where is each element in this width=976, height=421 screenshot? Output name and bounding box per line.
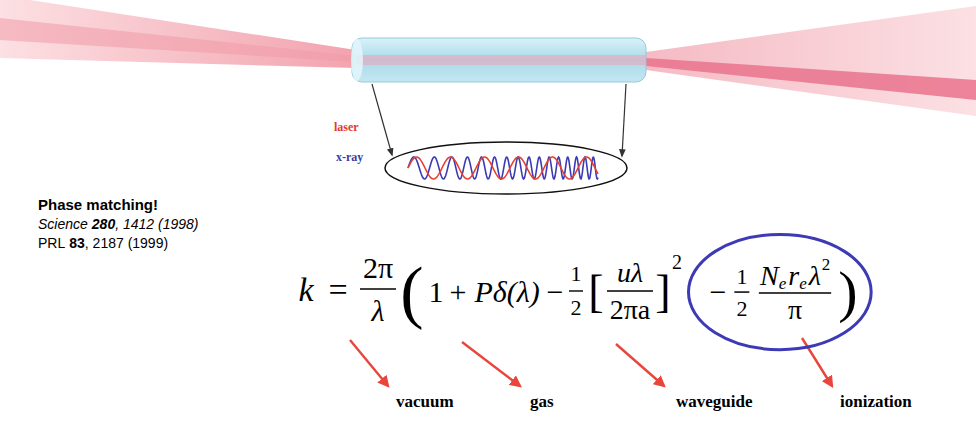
term-label: ionization: [840, 393, 912, 410]
pointer-arrow: [462, 342, 520, 386]
capillary-tube: [352, 38, 646, 82]
journal-name: Science: [38, 217, 88, 231]
fraction-denominator: 2: [571, 297, 582, 319]
fraction-numerator: uλ: [617, 259, 643, 287]
fraction-numerator: 1: [736, 266, 747, 288]
exponent: 2: [822, 256, 831, 273]
laser-beam-out: [646, 6, 976, 116]
beam-in-tube: [356, 55, 646, 65]
page-year: , 1412 (1998): [115, 217, 198, 231]
zoom-leader: [622, 84, 626, 156]
beam-out-core: [646, 58, 976, 100]
zoom-leader: [372, 84, 392, 155]
circle-outline: [689, 234, 872, 349]
xray-wave: [408, 157, 598, 179]
tube-end: [351, 39, 363, 81]
fraction-bar: [360, 288, 396, 290]
journal-name: PRL: [38, 236, 65, 250]
fraction-numerator: 2π: [363, 253, 393, 283]
subscript: e: [779, 275, 787, 292]
laser-wave: [408, 157, 598, 179]
pointer-arrow: [616, 344, 664, 386]
pointer-arrow: [350, 340, 388, 386]
equation-term: Pδ(λ): [474, 277, 539, 307]
equation-symbol: r: [788, 262, 799, 290]
equation-operator: −: [547, 277, 564, 307]
term-label: gas: [530, 393, 554, 410]
volume-number: 83: [69, 236, 85, 250]
fraction-denominator: 2πa: [610, 296, 651, 324]
fraction-bar: [734, 291, 749, 293]
equation-symbol: =: [328, 273, 347, 307]
heading-note: Phase matching!: [38, 197, 158, 212]
fraction-denominator: π: [788, 296, 802, 324]
fraction-denominator: 2: [736, 298, 747, 320]
equation-symbol: k: [298, 273, 313, 307]
laser-beam-core: [0, 18, 356, 62]
equation-symbol: λ: [809, 262, 821, 290]
equation-operator: −: [710, 277, 727, 307]
wave-label: laser: [334, 121, 359, 133]
subscript: e: [799, 275, 807, 292]
equation-operator: +: [450, 277, 467, 307]
equation-term: 1: [429, 277, 444, 307]
equation-symbol: N: [760, 262, 779, 290]
fraction-bar: [569, 290, 583, 291]
zoom-ellipse: [385, 142, 627, 194]
term-label: waveguide: [676, 393, 753, 410]
volume-number: 280: [92, 217, 115, 231]
fraction-bar: [607, 290, 653, 292]
equation-bracket: ): [838, 263, 857, 321]
equation-bracket: ]: [655, 269, 670, 315]
fraction-denominator: λ: [372, 296, 385, 326]
ionization-circle: −12Nereλ2π): [687, 233, 873, 351]
fraction-bar: [759, 292, 831, 294]
laser-beam-in: [0, 0, 356, 68]
term-label: vacuum: [396, 393, 454, 410]
page-year: , 2187 (1999): [85, 236, 168, 250]
wave-label: x-ray: [336, 151, 363, 163]
equation-bracket: (: [400, 257, 423, 327]
exponent: 2: [672, 252, 682, 272]
fraction-numerator: 1: [571, 263, 582, 285]
equation-bracket: [: [588, 269, 603, 315]
